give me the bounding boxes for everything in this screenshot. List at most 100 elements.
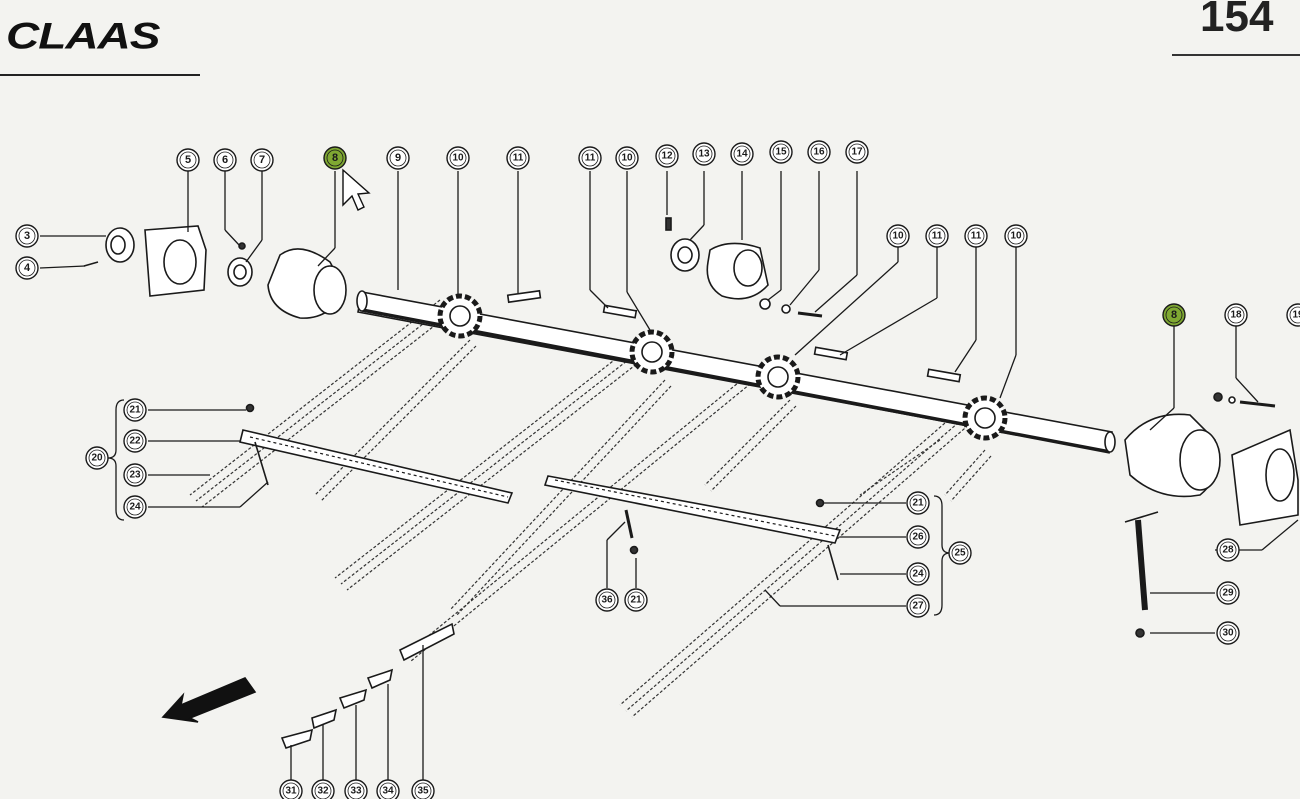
callout-label: 11 — [585, 153, 596, 164]
callout-label: 21 — [912, 498, 924, 509]
callout-inner-ring — [326, 149, 344, 167]
callout-inner-ring — [1165, 306, 1183, 324]
drawing-art — [39, 168, 1299, 786]
callout-inner-ring — [618, 149, 636, 167]
callout-c12: 12 — [655, 144, 679, 168]
callout-inner-ring — [449, 149, 467, 167]
callout-inner-ring — [848, 143, 866, 161]
sprocket-2 — [629, 329, 675, 375]
callout-c22: 22 — [123, 429, 147, 453]
callout-label: 10 — [452, 153, 464, 164]
callout-c21b: 21 — [906, 491, 930, 515]
callout-inner-ring — [909, 597, 927, 615]
callout-c6: 6 — [213, 148, 237, 172]
callout-inner-ring — [598, 591, 616, 609]
callout-label: 4 — [24, 262, 31, 274]
callout-inner-ring — [695, 145, 713, 163]
callout-inner-ring — [379, 782, 397, 799]
callout-inner-ring — [347, 782, 365, 799]
callout-inner-ring — [414, 782, 432, 799]
callout-c16: 16 — [807, 140, 831, 164]
callout-c14: 14 — [730, 142, 754, 166]
callout-c21c: 21 — [624, 588, 648, 612]
callout-c24a: 24 — [123, 495, 147, 519]
callout-c13: 13 — [692, 142, 716, 166]
callout-label: 5 — [185, 154, 191, 166]
callout-label: 15 — [775, 147, 787, 158]
callout-inner-ring — [928, 227, 946, 245]
chain-link-parts — [280, 622, 455, 749]
callout-c8a: 8 — [323, 146, 347, 170]
callout-c5: 5 — [176, 148, 200, 172]
callout-inner-ring — [909, 565, 927, 583]
leader-lines — [39, 171, 1299, 786]
callout-c10c: 10 — [886, 224, 910, 248]
callout-c18: 18 — [1224, 303, 1248, 327]
callout-inner-ring — [1289, 306, 1300, 324]
callout-label: 11 — [932, 231, 943, 242]
callout-label: 12 — [661, 151, 673, 162]
callout-c20: 20 — [85, 446, 109, 470]
callout-label: 25 — [954, 548, 966, 559]
callout-c26: 26 — [906, 525, 930, 549]
callout-inner-ring — [126, 466, 144, 484]
callout-inner-ring — [509, 149, 527, 167]
callout-inner-ring — [1219, 624, 1237, 642]
callout-c10a: 10 — [446, 146, 470, 170]
callout-c27: 27 — [906, 594, 930, 618]
callout-inner-ring — [967, 227, 985, 245]
callout-c11d: 11 — [964, 224, 988, 248]
callout-label: 8 — [332, 152, 338, 164]
callout-c4: 4 — [15, 256, 39, 280]
callout-c35: 35 — [411, 779, 435, 799]
callout-inner-ring — [733, 145, 751, 163]
callout-c11b: 11 — [578, 146, 602, 170]
page-number: 154 — [1200, 0, 1274, 41]
callout-inner-ring — [18, 227, 36, 245]
callout-inner-ring — [772, 143, 790, 161]
page-number-rule — [1172, 54, 1300, 56]
callout-c10b: 10 — [615, 146, 639, 170]
callout-label: 10 — [892, 231, 904, 242]
callout-c17: 17 — [845, 140, 869, 164]
callout-c9: 9 — [386, 146, 410, 170]
callout-inner-ring — [18, 259, 36, 277]
callout-c25: 25 — [948, 541, 972, 565]
callout-label: 18 — [1230, 310, 1242, 321]
callout-label: 21 — [129, 405, 141, 416]
callout-label: 36 — [601, 595, 613, 606]
callout-c19: 19 — [1286, 303, 1300, 327]
callout-label: 16 — [813, 147, 825, 158]
callout-c28: 28 — [1216, 538, 1240, 562]
guide-rails — [239, 403, 842, 581]
callout-label: 24 — [912, 569, 924, 580]
callout-inner-ring — [658, 147, 676, 165]
callout-c3: 3 — [15, 224, 39, 248]
callout-label: 23 — [129, 470, 141, 481]
callout-label: 32 — [317, 786, 329, 797]
callout-label: 35 — [417, 786, 429, 797]
left-bearing-parts — [83, 225, 347, 319]
callout-inner-ring — [389, 149, 407, 167]
callout-label: 30 — [1222, 628, 1234, 639]
callout-label: 26 — [912, 532, 924, 543]
sprocket-1 — [437, 293, 483, 339]
callout-label: 6 — [222, 154, 228, 166]
callout-inner-ring — [88, 449, 106, 467]
callout-label: 27 — [912, 601, 924, 612]
callout-c11c: 11 — [925, 224, 949, 248]
sprocket-3 — [755, 354, 801, 400]
callout-label: 34 — [382, 786, 394, 797]
callout-layer: 3456789101111101213141516171011111081819… — [15, 140, 1300, 799]
callout-inner-ring — [1007, 227, 1025, 245]
callout-label: 10 — [1010, 231, 1022, 242]
callout-label: 22 — [129, 436, 141, 447]
direction-arrow-icon — [161, 677, 257, 723]
claas-logo: CLAAS — [6, 14, 160, 57]
chain-lines — [189, 299, 992, 718]
callout-inner-ring — [179, 151, 197, 169]
callout-label: 10 — [621, 153, 633, 164]
callout-inner-ring — [909, 528, 927, 546]
